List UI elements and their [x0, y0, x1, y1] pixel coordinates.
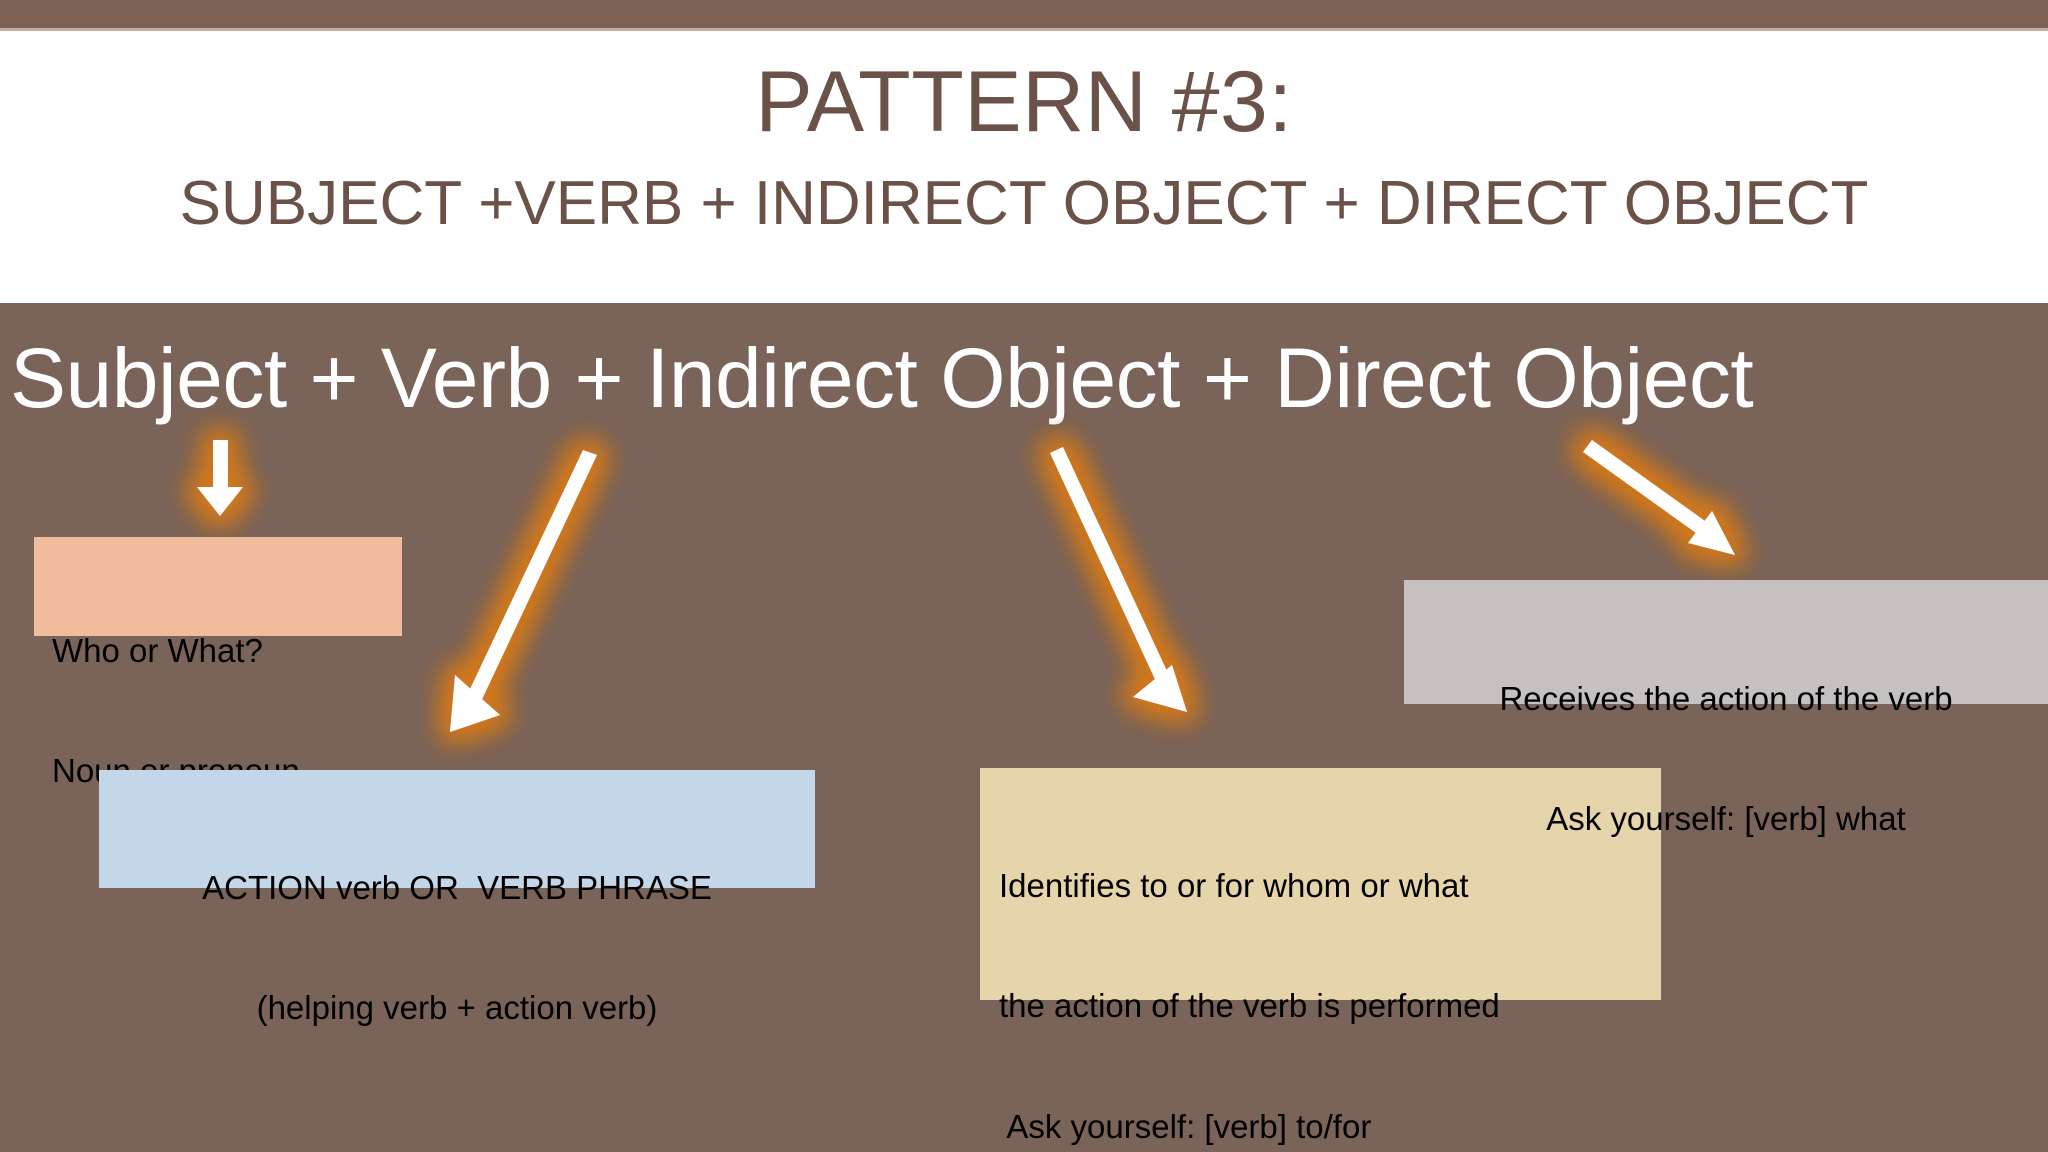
- callout-direct-object: Receives the action of the verb Ask your…: [1404, 580, 2048, 837]
- callout-indirect-object-line-1: Identifies to or for whom or what: [999, 866, 1469, 904]
- callout-verb: ACTION verb OR VERB PHRASE (helping verb…: [99, 770, 815, 1026]
- sentence-pattern-formula: Subject + Verb + Indirect Object + Direc…: [10, 331, 1754, 425]
- callout-subject-line-1: Who or What?: [52, 631, 263, 669]
- page-title: PATTERN #3:: [755, 54, 1293, 150]
- callout-direct-object-line-2: Ask yourself: [verb] what: [1546, 800, 1906, 838]
- header-band: PATTERN #3: SUBJECT +VERB + INDIRECT OBJ…: [0, 31, 2048, 303]
- callout-subject: Who or What? Noun or pronoun: [34, 537, 402, 789]
- page-subtitle: SUBJECT +VERB + INDIRECT OBJECT + DIRECT…: [179, 169, 1869, 238]
- top-accent-rule: [0, 28, 2048, 31]
- callout-indirect-object: Identifies to or for whom or what the ac…: [980, 768, 1661, 1145]
- callout-verb-line-2: (helping verb + action verb): [256, 989, 658, 1027]
- callout-direct-object-line-1: Receives the action of the verb: [1499, 679, 1953, 717]
- top-accent-bar: [0, 0, 2048, 28]
- callout-indirect-object-line-2: the action of the verb is performed: [999, 987, 1500, 1025]
- callout-indirect-object-line-3: Ask yourself: [verb] to/for: [999, 1108, 1372, 1145]
- callout-verb-line-1: ACTION verb OR VERB PHRASE: [202, 868, 712, 906]
